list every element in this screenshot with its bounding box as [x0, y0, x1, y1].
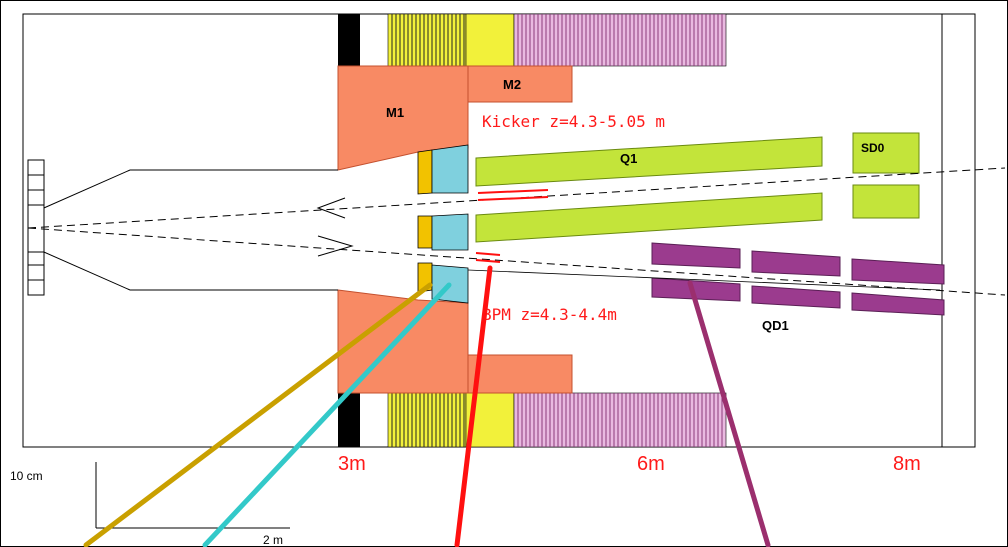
scale-horizontal-label: 2 m: [263, 533, 283, 547]
q1-label: Q1: [620, 151, 637, 166]
pointer-red: [454, 265, 493, 547]
sd0-upper: [852, 132, 920, 174]
z-label-3m: 3m: [338, 453, 366, 475]
pointer-lines: [83, 265, 771, 547]
top-coil-block: [338, 13, 727, 67]
beam-pipe: [27, 169, 338, 291]
scale-bar: [95, 462, 290, 529]
m2-label: M2: [503, 77, 521, 92]
z-label-8m: 8m: [893, 453, 921, 475]
qd1-quadrupole: [651, 242, 945, 316]
sd0-lower: [852, 184, 920, 219]
q1-lower-half: [475, 192, 823, 243]
q1-upper-half: [475, 136, 823, 187]
beam-lines: [27, 167, 1006, 296]
m2-magnet-bottom: [467, 354, 573, 394]
pointer-purple: [687, 280, 771, 547]
pointer-gold: [83, 282, 433, 547]
kicker-label: Kicker z=4.3-5.05 m: [482, 112, 665, 131]
bpm-label: BPM z=4.3-4.4m: [482, 305, 617, 324]
kicker-bpm-marks: [475, 189, 549, 263]
pointer-cyan: [202, 282, 452, 547]
z-label-6m: 6m: [637, 453, 665, 475]
sd0-label: SD0: [861, 141, 885, 155]
m2-magnet-top: [467, 65, 573, 103]
qd1-label: QD1: [762, 318, 789, 333]
bottom-coil-block: [338, 392, 727, 448]
scale-vertical-label: 10 cm: [10, 469, 43, 483]
m1-label: M1: [386, 105, 404, 120]
forward-calorimeter-blocks: [417, 144, 469, 304]
left-endcap: [27, 159, 45, 296]
